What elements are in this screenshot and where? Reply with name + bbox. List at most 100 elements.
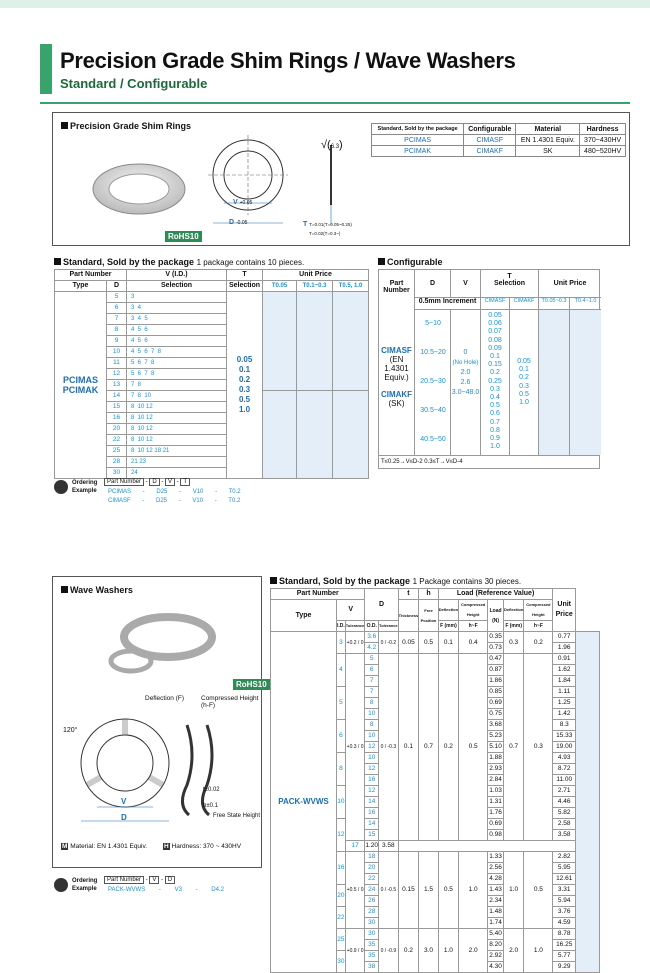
wave-load2: 2.58: [552, 818, 576, 830]
wave-load2: 8.72: [552, 763, 576, 775]
phone-icon: [54, 480, 68, 494]
wave-v: 5: [336, 686, 346, 720]
shim-std-v: 21 23: [126, 456, 227, 468]
shim-price-cell: [262, 291, 297, 391]
shim-std-d: 25: [106, 445, 127, 457]
wave-load2: 5.94: [552, 895, 576, 907]
wave-load1: 1.03: [487, 785, 504, 797]
shim-std-v: 8 10 12: [126, 401, 227, 413]
wave-od: 22: [364, 873, 380, 885]
wave-load1: 0.75: [487, 708, 504, 720]
shim-rings-panel: Precision Grade Shim Rings RoHS10 V +0.0…: [52, 112, 630, 246]
wave-load1: 0.69: [487, 818, 504, 830]
config-type-line: Equiv.): [384, 373, 409, 382]
shim-price-cell: [332, 390, 369, 479]
wave-v: 8: [336, 752, 346, 786]
shim-price-cell: [296, 291, 333, 391]
wave-type-cell: PACK-WVWS: [270, 631, 337, 973]
wave-v: 4: [336, 653, 346, 687]
wave-washers-panel: Wave Washers RoHS10 Deflection (F) Compr…: [52, 576, 270, 868]
wave-d-label: D: [121, 813, 127, 822]
wave-od: 30: [364, 917, 380, 929]
order-field-d: D: [149, 478, 160, 486]
wave-load1: 4.28: [487, 873, 504, 885]
wave-load2: 5.95: [552, 862, 576, 874]
shim-std-d: 20: [106, 423, 127, 435]
wave-od: 18: [364, 851, 380, 863]
order-field-part: Part Number: [104, 478, 145, 486]
wave-v: 30: [336, 950, 346, 973]
wave-f2: 0.3: [502, 631, 525, 654]
wave-f2: 2.0: [502, 928, 525, 973]
shim-std-v: 24: [126, 467, 227, 479]
dim-d-label: D: [229, 219, 235, 226]
wave-load2: 1.84: [552, 675, 576, 687]
config-type-line: 1.4301: [384, 364, 409, 373]
wave-od: 16: [364, 774, 380, 786]
wave-rohs-badge: RoHS10: [233, 679, 270, 690]
page-subtitle: Standard / Configurable: [60, 76, 208, 91]
wave-load2: 8.3: [552, 719, 576, 731]
rohs-badge: RoHS10: [165, 231, 202, 242]
wave-vtol-high: +0.5 / 0: [344, 851, 366, 929]
config-t-akf: 1.0: [519, 399, 529, 407]
material-mark: M: [61, 843, 69, 850]
wave-v: 10: [336, 785, 346, 819]
wave-hf2: 0.5: [523, 851, 554, 929]
shim-std-d: 12: [106, 368, 127, 380]
wave-od: 10: [364, 752, 380, 764]
wave-od: 17: [344, 840, 366, 852]
wave-h: 0.7: [418, 653, 439, 841]
config-v-value: 2.6: [460, 379, 471, 386]
shim-std-v: 7 8 10: [126, 390, 227, 402]
shim-std-d: 5: [106, 291, 127, 303]
wave-load1: 5.40: [487, 928, 504, 940]
page-title: Precision Grade Shim Rings / Wave Washer…: [60, 48, 516, 73]
wave-od: 4.2: [364, 642, 380, 654]
shim-section-title: Precision Grade Shim Rings: [61, 121, 191, 131]
wave-od: 7: [364, 675, 380, 687]
wave-load2: 3.58: [378, 840, 399, 852]
order-field-v: V: [165, 478, 176, 486]
compressed-height-label: Compressed Height (h-F): [201, 695, 259, 709]
wave-v: 6: [336, 719, 346, 753]
wave-hf1: 0.5: [458, 653, 489, 841]
wave-load2: 9.29: [552, 961, 576, 973]
wave-load1: 2.56: [487, 862, 504, 874]
config-t-asf: 1.0: [490, 443, 500, 451]
wave-t: 0.05: [397, 631, 420, 654]
wave-od: 14: [364, 818, 380, 830]
wave-od: 35: [364, 950, 380, 962]
wave-h: 3.0: [418, 928, 439, 973]
wave-hf1: 2.0: [458, 928, 489, 973]
wave-v: 12: [336, 818, 346, 852]
config-type-line: (EN: [389, 355, 404, 364]
wave-f1: 0.2: [437, 653, 460, 841]
dim-v-tol: +0.05: [239, 200, 253, 206]
config-d-range: 20.5~30: [420, 378, 446, 385]
wave-hf2: 0.2: [523, 631, 554, 654]
order-field-t: T: [180, 478, 191, 486]
wave-load1: 1.43: [487, 884, 504, 896]
order-example-2: CIMASF - D25 - V10 - T0.2: [108, 498, 241, 504]
config-d-range: 10.5~20: [420, 349, 446, 356]
shim-standard-table: Part Number V (I.D.) T Unit Price Type D…: [54, 269, 369, 479]
config-t-asf: 0.07: [488, 328, 502, 336]
config-type-line: (SK): [388, 399, 405, 408]
dim-t-label: T: [303, 221, 308, 228]
wave-hf2: 0.3: [523, 653, 554, 841]
header-accent-bar: [40, 44, 52, 94]
shim-std-d: 22: [106, 434, 127, 446]
shim-price-cell: [332, 291, 369, 391]
wave-load1: 0.69: [487, 697, 504, 709]
wave-vtol-mid: +0.3 / 0: [344, 653, 366, 841]
